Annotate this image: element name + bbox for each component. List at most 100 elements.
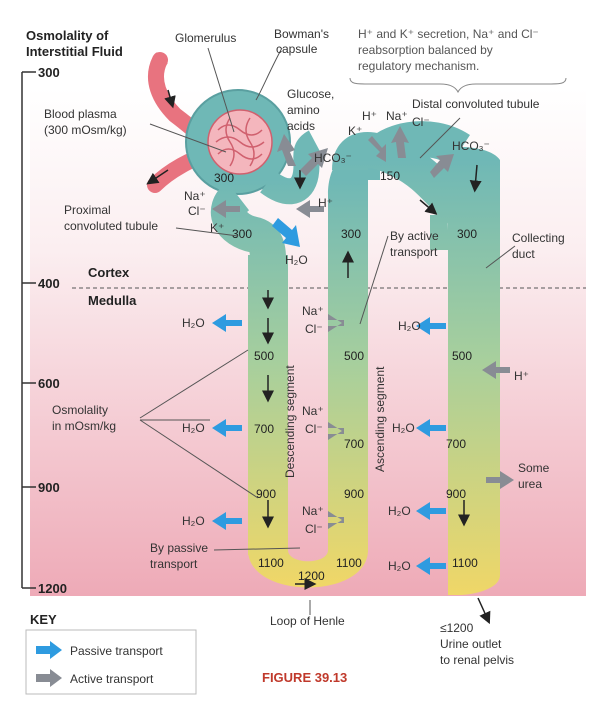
value-cd-900: 900 <box>446 487 466 501</box>
ion-h2o-cd-3: H₂O <box>388 504 411 518</box>
ion-h2o-desc-3: H₂O <box>182 514 205 528</box>
distal-label: Distal convoluted tubule <box>412 97 540 111</box>
descending-segment-label: Descending segment <box>283 365 297 478</box>
scale-tick-900: 900 <box>38 480 60 495</box>
value-asc-700: 700 <box>344 437 364 451</box>
bowmans-label-line1: Bowman's <box>274 27 329 41</box>
ion-h2o-pct: H₂O <box>285 253 308 267</box>
ion-cl-asc-1: Cl⁻ <box>305 322 323 336</box>
value-pct-300: 300 <box>232 227 252 241</box>
scale-tick-1200: 1200 <box>38 581 67 596</box>
ion-h2o-cd-2: H₂O <box>392 421 415 435</box>
osmolality-line2: in mOsm/kg <box>52 419 116 433</box>
value-cd-300: 300 <box>457 227 477 241</box>
ion-h-dct: H⁺ <box>362 109 377 123</box>
ascending-segment-label: Ascending segment <box>373 366 387 472</box>
value-loop-1200: 1200 <box>298 569 325 583</box>
value-asc-900: 900 <box>344 487 364 501</box>
ion-h-pct: H⁺ <box>318 196 333 210</box>
ion-na-asc-2: Na⁺ <box>302 404 324 418</box>
ion-h2o-cd-1: H₂O <box>398 319 421 333</box>
leader-lines <box>139 47 516 615</box>
key-passive-label: Passive transport <box>70 644 163 658</box>
value-glom-300: 300 <box>214 171 234 185</box>
scale-title-line2: Interstitial Fluid <box>26 44 123 59</box>
ion-k-pct: K⁺ <box>210 221 224 235</box>
medulla-label: Medulla <box>88 293 137 308</box>
glucose-line3: acids <box>287 119 315 133</box>
glomerulus <box>207 109 273 175</box>
active-key-arrow-icon <box>36 669 62 687</box>
value-desc-900: 900 <box>256 487 276 501</box>
scale-tick-400: 400 <box>38 276 60 291</box>
collecting-line1: Collecting <box>512 231 565 245</box>
value-loop-1100-left: 1100 <box>258 556 284 570</box>
active-transport-arrows <box>212 126 514 529</box>
proximal-line1: Proximal <box>64 203 111 217</box>
collecting-line2: duct <box>512 247 535 261</box>
cortex-label: Cortex <box>88 265 130 280</box>
note-line1: H⁺ and K⁺ secretion, Na⁺ and Cl⁻ <box>358 27 539 41</box>
scale-tick-600: 600 <box>38 376 60 391</box>
ion-labels: Na⁺ Cl⁻ K⁺ H⁺ HCO₃⁻ H₂O H₂O H₂O H₂O Na⁺ … <box>182 109 529 573</box>
some-urea-line2: urea <box>518 477 542 491</box>
by-active-line1: By active <box>390 229 439 243</box>
blood-plasma-line1: Blood plasma <box>44 107 117 121</box>
urine-line3: to renal pelvis <box>440 653 514 667</box>
osmolality-line1: Osmolality <box>52 403 108 417</box>
flow-arrows <box>262 164 491 625</box>
value-cd-1100: 1100 <box>452 556 478 570</box>
value-asc-500: 500 <box>344 349 364 363</box>
blood-plasma-line2: (300 mOsm/kg) <box>44 123 127 137</box>
by-active-line2: transport <box>390 245 438 259</box>
osmolality-scale: 300 400 600 900 1200 <box>21 65 67 596</box>
callout-labels: Glomerulus Bowman's capsule Blood plasma… <box>44 27 565 667</box>
value-loop-1100-right: 1100 <box>336 556 362 570</box>
glucose-line2: amino <box>287 103 320 117</box>
key-title: KEY <box>30 612 57 627</box>
ion-na-asc-3: Na⁺ <box>302 504 324 518</box>
urine-line1: ≤1200 <box>440 621 474 635</box>
ion-na-dct: Na⁺ <box>386 109 408 123</box>
ion-k-dct: K⁺ <box>348 124 362 138</box>
value-desc-700: 700 <box>254 422 274 436</box>
by-passive-line1: By passive <box>150 541 208 555</box>
value-cd-700: 700 <box>446 437 466 451</box>
value-asc-top-300: 300 <box>341 227 361 241</box>
by-passive-line2: transport <box>150 557 198 571</box>
ion-cl-asc-3: Cl⁻ <box>305 522 323 536</box>
glucose-line1: Glucose, <box>287 87 334 101</box>
value-desc-500: 500 <box>254 349 274 363</box>
loop-of-henle-label: Loop of Henle <box>270 614 345 628</box>
glomerulus-label: Glomerulus <box>175 31 236 45</box>
osmolality-values: 300 300 300 150 300 500 500 500 700 700 … <box>214 169 478 583</box>
ion-h-cd: H⁺ <box>514 369 529 383</box>
ion-h2o-desc-2: H₂O <box>182 421 205 435</box>
ion-h2o-desc-1: H₂O <box>182 316 205 330</box>
key-active-label: Active transport <box>70 672 154 686</box>
ion-h2o-cd-4: H₂O <box>388 559 411 573</box>
ion-na-asc-1: Na⁺ <box>302 304 324 318</box>
ion-hco3-pct: HCO₃⁻ <box>314 151 352 165</box>
scale-title-line1: Osmolality of <box>26 28 109 43</box>
ion-na-pct: Na⁺ <box>184 189 206 203</box>
some-urea-line1: Some <box>518 461 550 475</box>
bowmans-label-line2: capsule <box>276 42 318 56</box>
scale-tick-300: 300 <box>38 65 60 80</box>
value-cd-500: 500 <box>452 349 472 363</box>
nephron-tubule <box>185 89 500 595</box>
key-legend: KEY Passive transport Active transport <box>25 612 197 695</box>
passive-transport-arrows <box>212 218 446 575</box>
urine-line2: Urine outlet <box>440 637 502 651</box>
ion-cl-pct: Cl⁻ <box>188 204 206 218</box>
value-distal-150: 150 <box>380 169 400 183</box>
passive-key-arrow-icon <box>36 641 62 659</box>
ion-cl-asc-2: Cl⁻ <box>305 422 323 436</box>
ion-cl-dct: Cl⁻ <box>412 115 430 129</box>
note-line2: reabsorption balanced by <box>358 43 493 57</box>
figure-caption: FIGURE 39.13 <box>262 670 347 685</box>
note-line3: regulatory mechanism. <box>358 59 479 73</box>
ion-hco3-dct: HCO₃⁻ <box>452 139 490 153</box>
